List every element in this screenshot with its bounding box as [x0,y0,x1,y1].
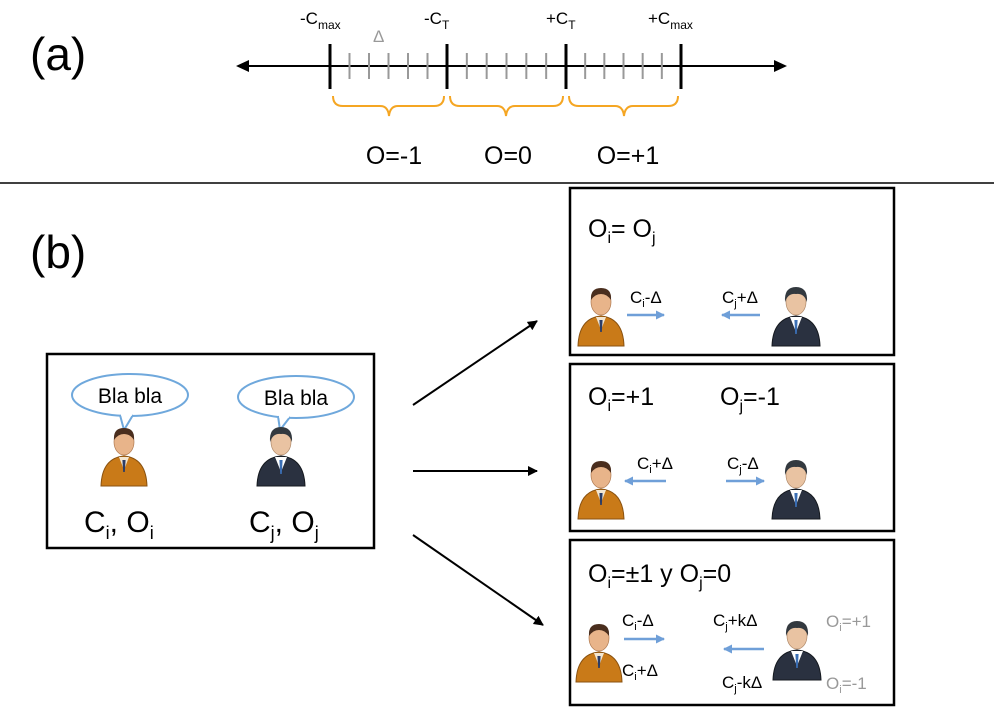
region-label-zero: O=0 [484,142,532,170]
box3-side-bottom-label: Oi=-1 [826,674,867,696]
box2-frame [568,362,896,533]
box1-title: Oi= Oj [588,215,656,247]
caption-j: Cj, Oj [249,506,319,543]
box2-title-j: Oj=-1 [720,383,780,415]
outcome-box-same-opinion: Oi= Oj Ci-Δ Cj+Δ [568,186,896,357]
label-neg-cmax: -Cmax [300,9,341,32]
speech-text-j: Bla bla [264,387,329,410]
box1-left-label: Ci-Δ [630,288,662,310]
brace-pos [568,95,679,117]
panel-a-label: (a) [30,28,86,80]
label-pos-ct: +CT [546,9,576,32]
box2-right-label: Cj-Δ [727,454,759,476]
panel-a: (a) -Cmax -CT +CT +Cmax Δ [30,9,787,170]
minor-ticks [348,53,663,79]
box3-frame [568,538,896,707]
caption-i: Ci, Oi [84,506,154,543]
box3-side-top-label: Oi=+1 [826,612,871,634]
box3-right-top-label: Cj+kΔ [713,611,758,633]
delta-label: Δ [373,27,384,46]
axis-right-arrowhead [774,60,787,72]
label-pos-cmax: +Cmax [648,9,693,32]
panel-b: (b) Bla bla Bla bla Ci, Oi Cj, Oj Oi= Oj [30,186,896,707]
label-neg-ct: -CT [424,9,450,32]
region-label-pos: O=+1 [597,142,660,170]
box3-left-top-label: Ci-Δ [622,611,654,633]
arrow-to-box1 [412,320,538,406]
box2-left-label: Ci+Δ [637,454,673,476]
arrow-to-box3 [412,534,544,626]
box2-title-i: Oi=+1 [588,383,654,415]
region-label-neg: O=-1 [366,142,422,170]
box3-right-bottom-label: Cj-kΔ [722,673,762,695]
speech-bubble-j [237,375,355,419]
box1-right-label: Cj+Δ [722,288,758,310]
region-braces [332,95,679,117]
axis-left-arrowhead [236,60,249,72]
panel-b-label: (b) [30,226,86,278]
brace-zero [449,95,564,117]
box3-title: Oi=±1 y Oj=0 [588,560,731,592]
brace-neg [332,95,445,117]
box3-left-bottom-label: Ci+Δ [622,661,658,683]
box1-frame [568,186,896,357]
outcome-box-neutral: Oi=±1 y Oj=0 Ci-Δ Ci+Δ Cj+kΔ Cj-kΔ Oi=+1 [568,538,896,707]
outcome-box-opposite-opinion: Oi=+1 Oj=-1 Ci+Δ Cj-Δ [568,362,896,533]
speech-text-i: Bla bla [98,385,163,408]
